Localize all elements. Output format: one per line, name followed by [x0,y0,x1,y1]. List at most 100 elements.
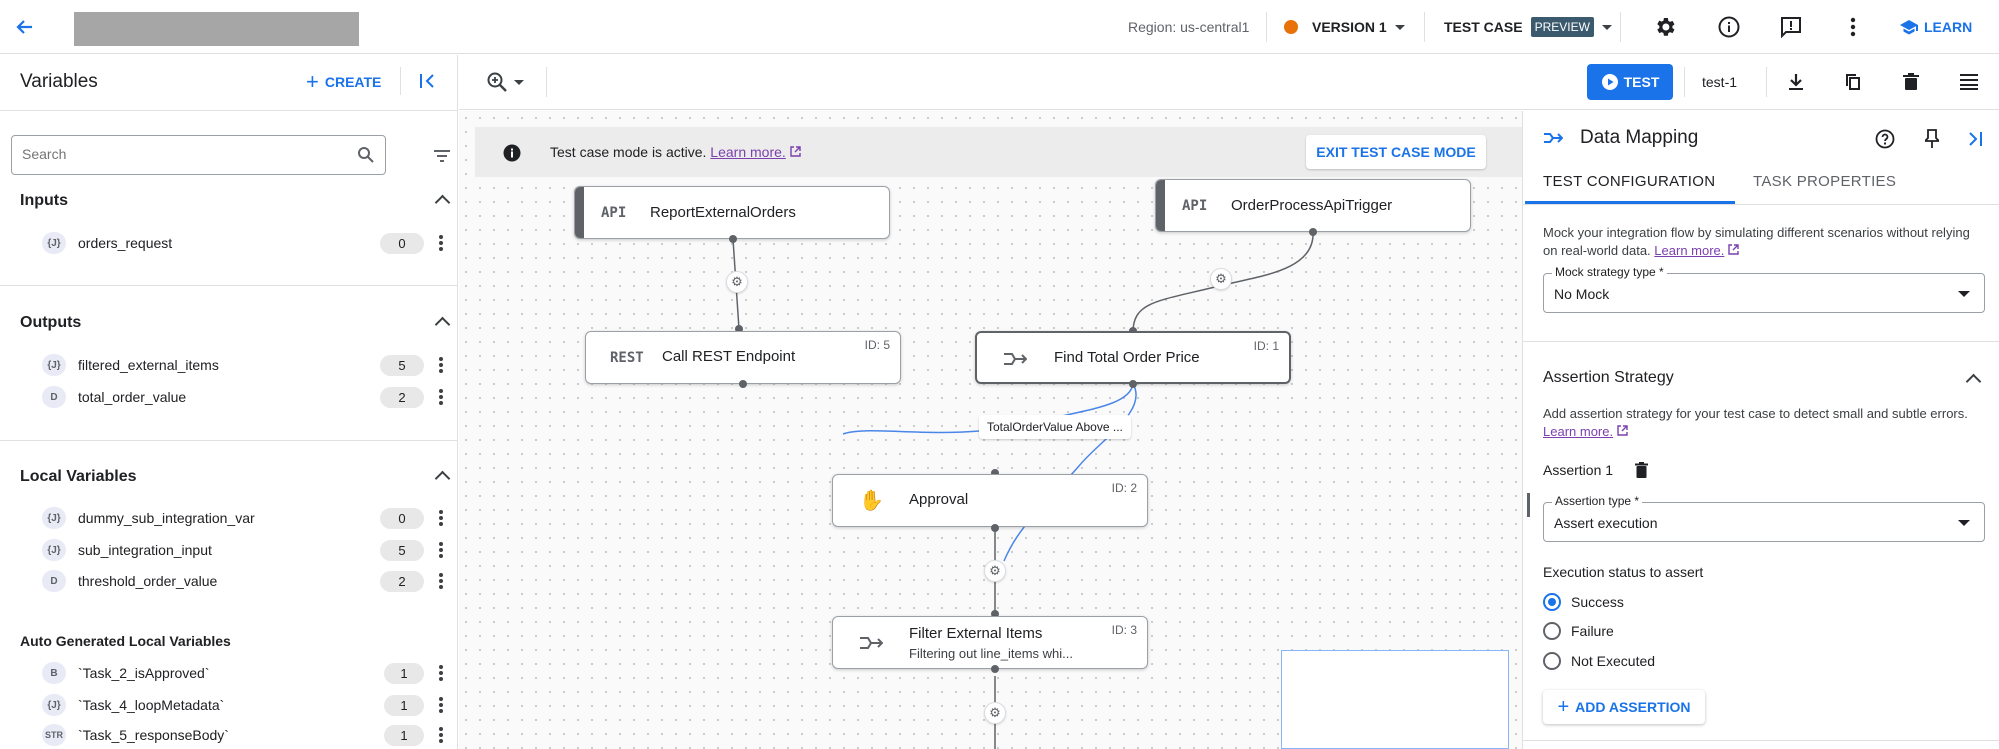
variable-name: orders_request [78,235,173,251]
variable-row[interactable]: {J} `Task_4_loopMetadata` 1 [0,690,457,720]
radio-not-executed[interactable] [1543,652,1561,670]
more-vert-icon[interactable] [436,540,446,560]
mock-learn-more-link[interactable]: Learn more. [1654,243,1725,258]
variable-name: filtered_external_items [78,357,219,373]
assertion-help-text: Add assertion strategy for your test cas… [1543,406,1968,439]
radio-failure[interactable] [1543,622,1561,640]
json-type-icon: {J} [42,507,66,529]
close-panel-icon[interactable] [1963,127,1987,151]
more-vert-icon[interactable] [436,571,446,591]
integration-canvas[interactable]: Test case mode is active. Learn more. EX… [459,111,1522,749]
variable-row[interactable]: B `Task_2_isApproved` 1 [0,658,457,688]
more-vert-icon[interactable] [1840,12,1866,42]
panel-title: Data Mapping [1580,127,1699,148]
filter-sort-icon[interactable] [432,147,452,165]
more-vert-icon[interactable] [436,508,446,528]
approval-task-node[interactable]: ✋ Approval ID: 2 [832,474,1148,527]
exit-test-case-mode-button[interactable]: EXIT TEST CASE MODE [1306,135,1486,169]
chevron-down-icon [514,79,524,85]
more-vert-icon[interactable] [436,355,446,375]
learn-button[interactable]: LEARN [1900,0,1972,54]
search-field[interactable] [11,135,386,175]
canvas-toolbar: TEST test-1 [459,55,1999,110]
api-trigger-node-order-process[interactable]: API OrderProcessApiTrigger [1155,179,1471,232]
open-in-new-icon [1728,244,1739,255]
variable-row[interactable]: {J} dummy_sub_integration_var 0 [0,503,457,533]
variable-row[interactable]: D total_order_value 2 [0,382,457,412]
node-id: ID: 2 [1111,481,1137,495]
collapse-panel-icon[interactable] [416,69,440,93]
usage-count-badge: 1 [384,725,424,746]
edge-settings-icon[interactable]: ⚙ [984,702,1006,724]
more-vert-icon[interactable] [436,663,446,683]
version-status-dot [1284,20,1298,34]
edge-settings-icon[interactable]: ⚙ [1210,268,1232,290]
version-selector[interactable]: VERSION 1 [1284,0,1405,54]
variable-row[interactable]: {J} orders_request 0 [0,228,457,258]
node-title: Find Total Order Price [1054,349,1200,366]
chevron-up-icon[interactable] [434,470,451,487]
plus-icon: + [1557,696,1570,718]
delete-icon[interactable] [1898,69,1924,95]
test-case-selector[interactable]: TEST CASE PREVIEW [1444,0,1612,54]
search-icon [358,147,374,163]
more-vert-icon[interactable] [436,233,446,253]
download-icon[interactable] [1783,69,1809,95]
resize-handle[interactable] [1527,493,1530,517]
assertion-type-label: Assertion type * [1552,494,1643,508]
add-assertion-button[interactable]: + ADD ASSERTION [1543,690,1705,724]
settings-gear-icon[interactable] [1650,12,1680,42]
assertion-learn-more-link[interactable]: Learn more. [1543,424,1614,439]
delete-assertion-icon[interactable] [1631,460,1651,480]
variable-row[interactable]: {J} filtered_external_items 5 [0,350,457,380]
pin-icon[interactable] [1920,127,1944,151]
double-type-icon: D [42,386,66,408]
back-arrow-icon[interactable] [12,14,38,40]
data-mapping-node-filter[interactable]: Filter External Items Filtering out line… [832,616,1148,669]
tab-test-configuration[interactable]: TEST CONFIGURATION [1543,173,1716,190]
mock-strategy-label: Mock strategy type * [1552,265,1667,279]
node-title: ReportExternalOrders [650,204,796,221]
feedback-icon[interactable] [1776,12,1806,42]
more-vert-icon[interactable] [436,387,446,407]
more-vert-icon[interactable] [436,725,446,745]
chevron-up-icon[interactable] [434,316,451,333]
radio-success[interactable] [1543,593,1561,611]
hand-icon: ✋ [859,490,884,512]
assertion-type-select[interactable]: Assertion type * Assert execution [1543,494,1985,542]
test-button[interactable]: TEST [1587,64,1673,100]
node-subtitle: Filtering out line_items whi... [909,646,1074,661]
chevron-up-icon[interactable] [434,194,451,211]
panel-list-icon[interactable] [1956,69,1982,95]
more-vert-icon[interactable] [436,695,446,715]
api-trigger-node-report[interactable]: API ReportExternalOrders [574,186,890,239]
edge-condition-label[interactable]: TotalOrderValue Above ... [979,415,1131,439]
info-icon[interactable] [1714,12,1744,42]
string-type-icon: STR [42,724,66,746]
test-case-name: test-1 [1702,74,1738,90]
search-input[interactable] [22,146,322,162]
region-label: Region: us-central1 [1128,19,1250,35]
mock-strategy-select[interactable]: Mock strategy type * No Mock [1543,265,1985,313]
variable-row[interactable]: {J} sub_integration_input 5 [0,535,457,565]
zoom-menu[interactable] [481,67,529,97]
variable-row[interactable]: D threshold_order_value 2 [0,566,457,596]
canvas-minimap[interactable] [1281,650,1509,749]
learn-more-link[interactable]: Learn more. [710,144,786,160]
data-mapping-node-find-total[interactable]: Find Total Order Price ID: 1 [975,331,1291,384]
api-icon: API [1182,198,1208,214]
variable-name: sub_integration_input [78,542,212,558]
variables-panel: Variables + CREATE Inputs {J} orders_req… [0,55,458,749]
edge-settings-icon[interactable]: ⚙ [984,560,1006,582]
tab-task-properties[interactable]: TASK PROPERTIES [1753,173,1897,190]
variable-row[interactable]: STR `Task_5_responseBody` 1 [0,720,457,749]
copy-icon[interactable] [1840,69,1866,95]
edge-settings-icon[interactable]: ⚙ [726,271,748,293]
create-variable-button[interactable]: + CREATE [306,69,381,95]
chevron-up-icon[interactable] [1965,373,1982,390]
radio-label-failure: Failure [1571,623,1614,639]
help-icon[interactable] [1873,127,1897,151]
rest-task-node[interactable]: REST Call REST Endpoint ID: 5 [585,331,901,384]
data-mapping-icon [1544,133,1563,143]
usage-count-badge: 5 [380,355,424,376]
